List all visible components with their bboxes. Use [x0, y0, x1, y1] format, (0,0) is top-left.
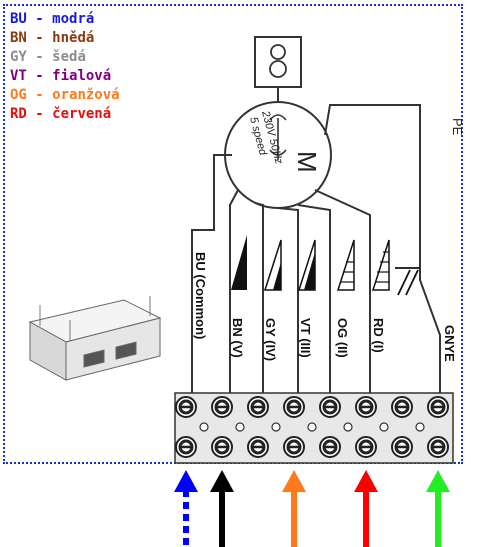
legend-item-gy: GY - šedá [10, 49, 86, 65]
legend-item-vt: VT - fialová [10, 68, 112, 84]
terminal-screw [319, 436, 341, 458]
connection-arrow [174, 470, 198, 547]
terminal-screw [247, 436, 269, 458]
terminal-separator [379, 422, 389, 432]
pe-label: PE [450, 118, 465, 136]
motor-wires [191, 104, 441, 395]
wire-label-bn: BN (V) [230, 318, 245, 358]
terminal-screw [175, 396, 197, 418]
terminal-screw [355, 436, 377, 458]
terminal-separator [199, 422, 209, 432]
legend-item-bu: BU - modrá [10, 11, 95, 27]
wire-label-bu: BU (Common) [193, 252, 208, 339]
legend-item-bn: BN - hnědá [10, 30, 95, 46]
terminal-screw [247, 396, 269, 418]
fan-coil-unit-icon [28, 296, 162, 381]
terminal-screw [175, 436, 197, 458]
terminal-block [174, 392, 454, 464]
terminal-separator [415, 422, 425, 432]
connection-arrows [174, 470, 450, 547]
connection-arrow [282, 470, 306, 547]
terminal-screw [283, 436, 305, 458]
terminal-separator [271, 422, 281, 432]
connection-arrow [354, 470, 378, 547]
terminal-screw [283, 396, 305, 418]
wedge-icon-ii [336, 239, 355, 291]
wire-label-rd: RD (I) [371, 318, 386, 353]
capacitor-icon [254, 36, 302, 104]
terminal-separator [307, 422, 317, 432]
wedge-icon-v [231, 235, 247, 290]
wire-label-og: OG (II) [335, 318, 350, 358]
wire-labels: BU (Common) BN (V) GY (IV) VT (III) OG (… [193, 252, 457, 362]
motor-symbol: M [292, 151, 322, 173]
terminal-screw [427, 436, 449, 458]
terminal-screw [391, 396, 413, 418]
speed-wedge-icons [231, 235, 420, 296]
connection-arrow [426, 470, 450, 547]
terminal-screw [391, 436, 413, 458]
motor-icon: M 230V 50Hz 5 speed [224, 101, 332, 209]
terminal-screw [427, 396, 449, 418]
wire-label-gnye: GNYE [442, 325, 457, 362]
terminal-screw [355, 396, 377, 418]
terminal-screw [211, 396, 233, 418]
terminal-screw [211, 436, 233, 458]
wire-label-gy: GY (IV) [263, 318, 278, 361]
terminal-separator [235, 422, 245, 432]
terminal-separator [343, 422, 353, 432]
terminal-screw [319, 396, 341, 418]
legend-item-og: OG - oranžová [10, 87, 120, 103]
wire-label-vt: VT (III) [298, 318, 313, 358]
connection-arrow [210, 470, 234, 547]
legend-item-rd: RD - červená [10, 106, 112, 122]
color-legend: BU - modrá BN - hnědá GY - šedá VT - fia… [10, 10, 120, 124]
ground-icon [395, 267, 420, 296]
